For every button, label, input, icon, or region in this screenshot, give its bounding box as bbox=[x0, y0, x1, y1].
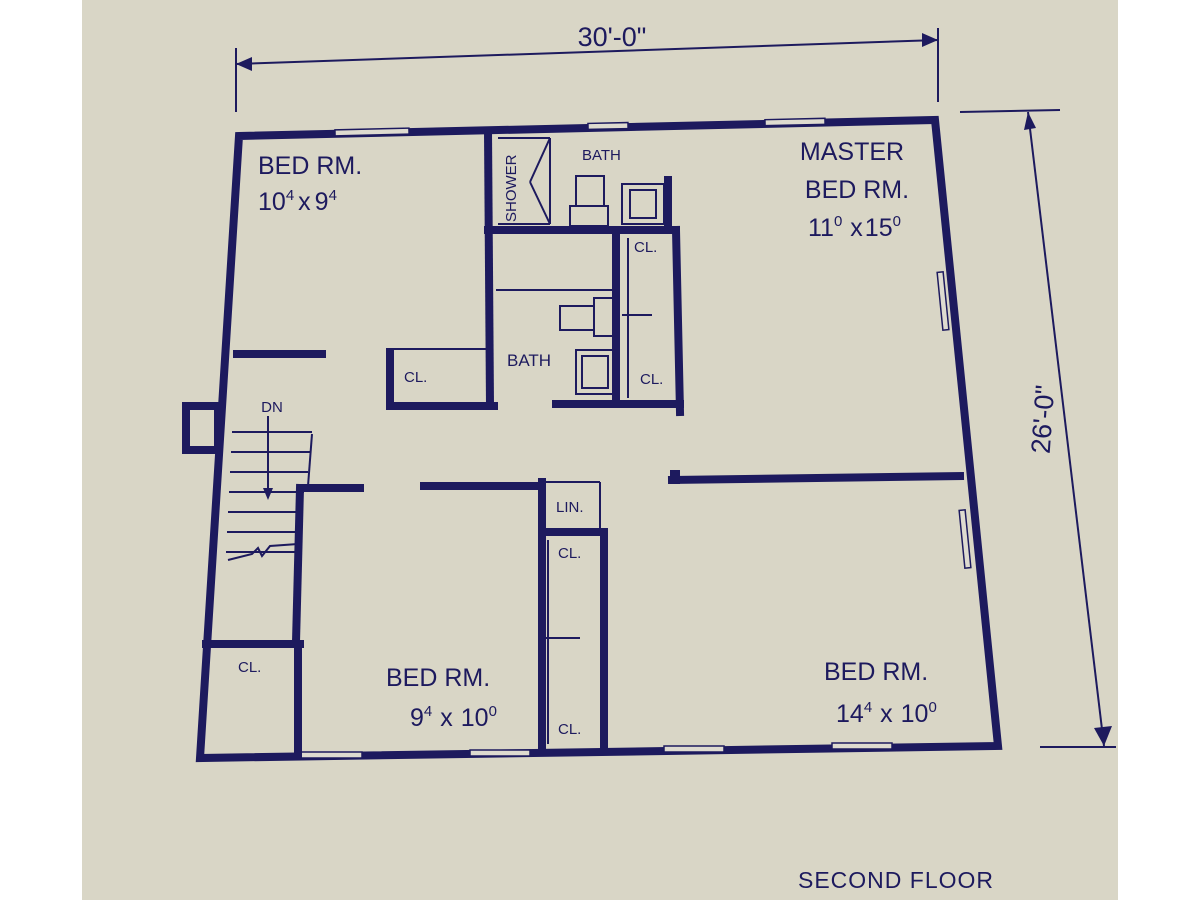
sheet-title: SECOND FLOOR bbox=[798, 867, 994, 893]
window bbox=[587, 121, 629, 131]
bed-se-depth: 10 bbox=[901, 700, 929, 728]
toilet-tank bbox=[593, 297, 615, 337]
sink-basin bbox=[629, 189, 657, 219]
shower-door bbox=[529, 181, 551, 225]
wall bbox=[671, 225, 685, 417]
window bbox=[663, 745, 725, 753]
sink-counter bbox=[575, 349, 615, 395]
closet-label: CL. bbox=[558, 545, 581, 562]
bed-se-depth-inches: 0 bbox=[928, 699, 936, 716]
window bbox=[831, 742, 893, 750]
window bbox=[958, 509, 972, 569]
master-depth: 15 bbox=[865, 214, 893, 242]
bed-se-width: 14 bbox=[836, 700, 864, 728]
master-width: 11 bbox=[808, 214, 834, 242]
shower-label: SHOWER bbox=[503, 154, 520, 222]
window bbox=[469, 749, 531, 757]
stair-down-arrow-icon bbox=[263, 488, 273, 500]
width-arrow-left-icon bbox=[236, 57, 252, 71]
depth-dimension-label: 26'-0" bbox=[1026, 384, 1061, 455]
closet-label: CL. bbox=[404, 369, 427, 386]
toilet-bowl bbox=[569, 205, 609, 227]
master-times: x bbox=[850, 214, 863, 242]
toilet-bowl bbox=[559, 305, 595, 331]
bed-nw-depth: 9 bbox=[315, 188, 329, 216]
bath-top-label: BATH bbox=[582, 147, 621, 164]
bed-se-times: x bbox=[880, 700, 893, 728]
bed-sw-name: BED RM. bbox=[386, 664, 490, 692]
toilet-tank bbox=[575, 175, 605, 207]
wall-stub bbox=[670, 470, 680, 484]
wall bbox=[291, 483, 305, 647]
bed-se-name: BED RM. bbox=[824, 658, 928, 686]
chimney bbox=[182, 402, 222, 454]
stair-down-label: DN bbox=[261, 399, 283, 416]
sink-basin bbox=[581, 355, 609, 389]
linen-label: LIN. bbox=[556, 499, 584, 516]
master-name-line2: BED RM. bbox=[805, 176, 909, 204]
bed-sw-depth-inches: 0 bbox=[489, 703, 497, 720]
bed-sw-depth: 10 bbox=[461, 704, 489, 732]
stair-break-line bbox=[227, 543, 299, 561]
bed-sw-times: x bbox=[440, 704, 453, 732]
exterior-walls bbox=[182, 115, 1003, 763]
width-dimension-label: 30'-0" bbox=[578, 22, 647, 52]
depth-arrow-bottom-icon bbox=[1094, 726, 1112, 746]
width-dimension: 30'-0" bbox=[235, 22, 939, 112]
master-width-inches: 0 bbox=[834, 213, 842, 230]
staircase: DN bbox=[226, 399, 312, 561]
bath-mid-label: BATH bbox=[507, 351, 551, 370]
bed-se-width-inches: 4 bbox=[864, 699, 872, 716]
interior-walls bbox=[202, 127, 965, 758]
bed-nw-width-inches: 4 bbox=[286, 187, 294, 204]
exterior-wall-outline bbox=[195, 115, 1003, 763]
width-dimension-line bbox=[235, 39, 939, 65]
master-depth-inches: 0 bbox=[893, 213, 901, 230]
depth-arrow-top-icon bbox=[1024, 112, 1036, 130]
bed-nw-width: 10 bbox=[258, 188, 286, 216]
depth-extension-top bbox=[959, 109, 1061, 113]
stair-rail bbox=[307, 433, 313, 487]
width-arrow-right-icon bbox=[922, 33, 938, 47]
wall bbox=[667, 471, 965, 485]
bed-nw-depth-inches: 4 bbox=[329, 187, 337, 204]
wall bbox=[483, 127, 495, 411]
bath-fixtures bbox=[498, 137, 665, 395]
window bbox=[299, 751, 363, 759]
depth-dimension-line bbox=[1027, 111, 1105, 747]
closet-label: CL. bbox=[558, 721, 581, 738]
bed-sw-width-inches: 4 bbox=[424, 703, 432, 720]
window bbox=[936, 271, 950, 331]
bed-sw-width: 9 bbox=[410, 704, 424, 732]
closet-label: CL. bbox=[640, 371, 663, 388]
closet-label: CL. bbox=[238, 659, 261, 676]
shower-door bbox=[529, 137, 551, 183]
master-name-line1: MASTER bbox=[800, 138, 904, 166]
sink-counter bbox=[621, 183, 665, 225]
window bbox=[764, 117, 826, 127]
closet-label: CL. bbox=[634, 239, 657, 256]
bed-nw-name: BED RM. bbox=[258, 152, 362, 180]
bed-nw-times: x bbox=[298, 188, 311, 216]
window bbox=[334, 127, 410, 137]
depth-dimension: 26'-0" bbox=[959, 109, 1116, 748]
